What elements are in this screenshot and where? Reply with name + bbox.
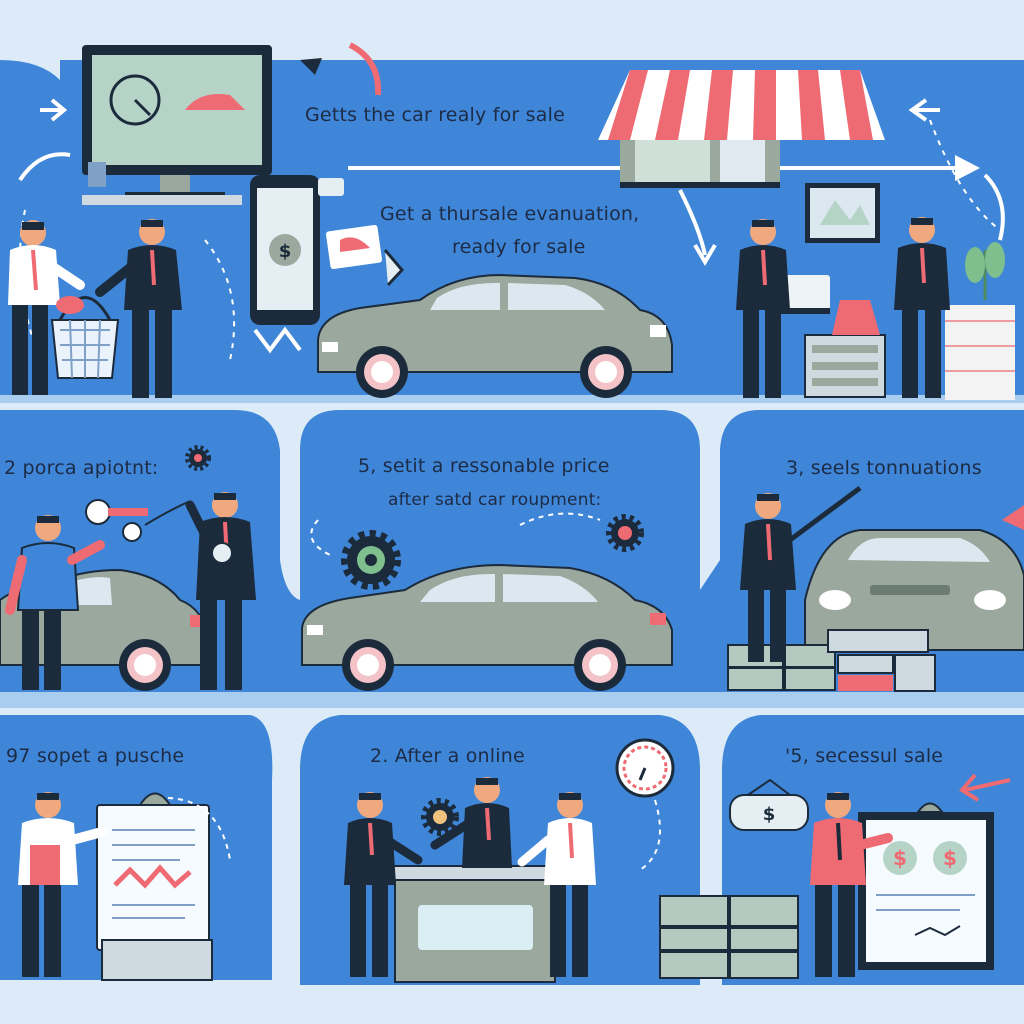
- row3-mid-label: 2. After a online: [370, 745, 525, 767]
- svg-text:$: $: [893, 846, 907, 870]
- person-salesman: [740, 485, 862, 662]
- row1-top-label: Getts the car realy for sale: [305, 104, 565, 126]
- gear-icon-tiny: [185, 445, 211, 471]
- flow-arrow-right: [908, 98, 940, 122]
- person-seller: [810, 792, 893, 977]
- sale-document-board: $ $: [858, 802, 994, 970]
- gauge-icon: [615, 738, 675, 798]
- row2-left-label: 2 porca apiotnt:: [4, 457, 159, 479]
- person-clerk-3: [517, 792, 596, 977]
- row2-mid-label-line2: after satd car roupment:: [388, 490, 602, 510]
- plant-icon: [965, 242, 1005, 300]
- car-row2-middle: [301, 563, 673, 691]
- person-dealer-2: [736, 219, 790, 398]
- row2-right-label: 3, seels tonnuations: [786, 457, 982, 479]
- stacked-boxes: [727, 629, 936, 692]
- cabinet: [804, 300, 1015, 400]
- car-row1: [317, 273, 673, 398]
- service-counter: [389, 865, 561, 983]
- monitor-icon: [82, 45, 272, 205]
- gear-icon-small: [606, 514, 644, 552]
- row2-mid-label-line1: 5, setit a ressonable price: [358, 455, 610, 477]
- svg-text:$: $: [943, 846, 957, 870]
- key-icon: [85, 499, 189, 542]
- person-buyer: [18, 792, 107, 977]
- row3-right-label: '5, secessul sale: [785, 745, 944, 767]
- person-clerk-1: [344, 792, 423, 977]
- picture-frame-icon: [805, 183, 880, 243]
- gear-icon: [341, 530, 401, 590]
- car-row2-right: [804, 529, 1024, 651]
- svg-text:$: $: [279, 241, 292, 262]
- row1-mid-label-line2: ready for sale: [452, 236, 586, 258]
- person-dealer-1: [95, 219, 182, 398]
- row1-mid-label-line1: Get a thursale evanuation,: [380, 203, 640, 225]
- stacked-crates: [659, 895, 799, 979]
- flow-arrow-left: [40, 98, 68, 122]
- shopping-basket-icon: [50, 296, 120, 379]
- price-tag-icon: $: [729, 778, 809, 831]
- person-customer-basket: [8, 220, 85, 395]
- clipboard-icon: [96, 792, 210, 951]
- row3-left-label: 97 sopet a pusche: [6, 745, 185, 767]
- person-mechanic: [5, 515, 105, 690]
- person-inspector: [185, 492, 256, 690]
- person-dealer-3: [894, 217, 950, 398]
- person-clerk-2: [430, 777, 512, 868]
- svg-text:$: $: [763, 804, 776, 825]
- phone-icon: $: [250, 175, 344, 325]
- row2-panel: [0, 410, 1024, 692]
- gear-icon-row3: [421, 798, 459, 836]
- storefront-icon: [598, 70, 885, 188]
- dollar-card-icon: [325, 224, 405, 287]
